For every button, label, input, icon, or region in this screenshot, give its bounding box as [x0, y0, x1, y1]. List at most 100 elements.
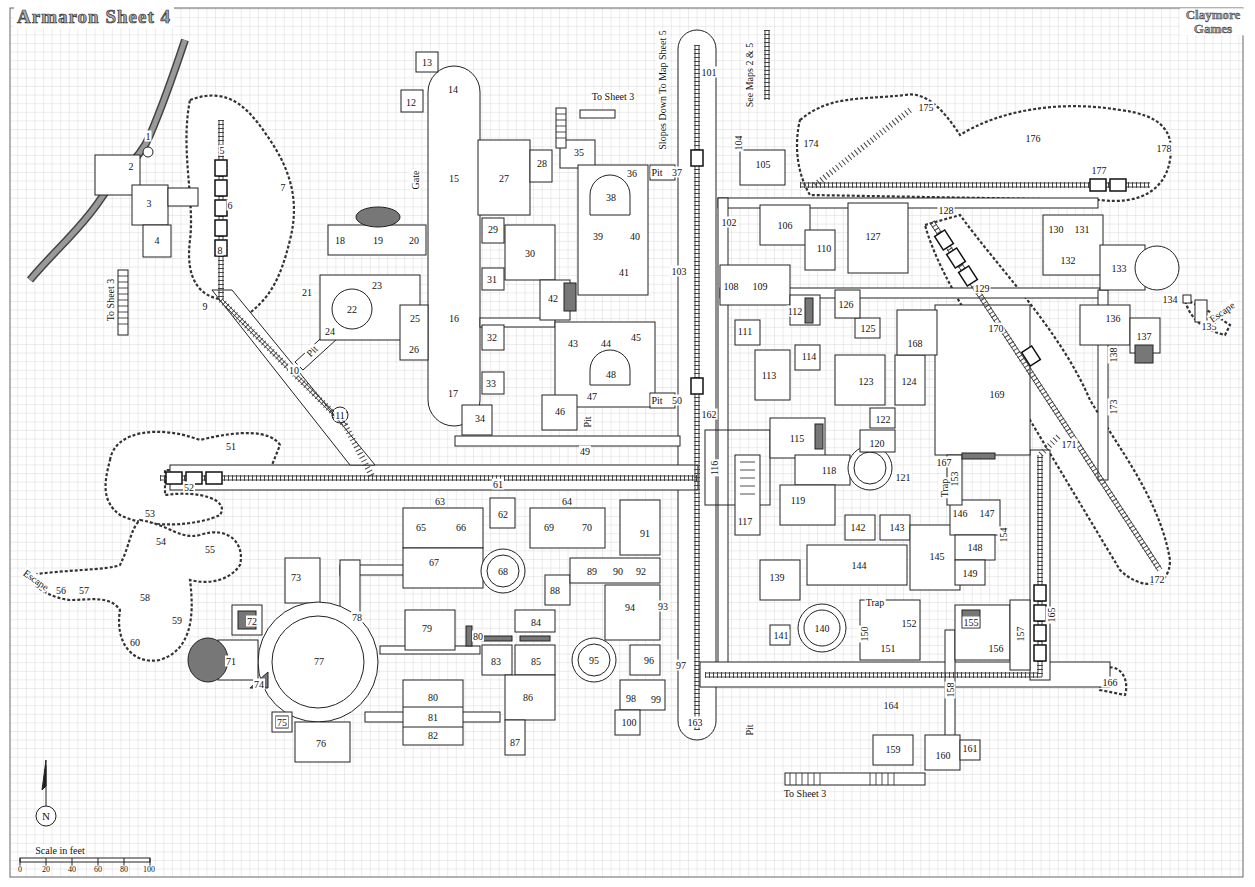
callout-number: 4 — [154, 235, 161, 246]
callout-number: 166 — [1102, 677, 1119, 688]
callout-number: 87 — [509, 737, 521, 748]
callout-number: 147 — [979, 508, 996, 519]
callout-number: 105 — [755, 159, 772, 170]
callout-number: 132 — [1060, 255, 1077, 266]
callout-number: 156 — [988, 643, 1005, 654]
map-title: Armaron Sheet 4 — [14, 6, 174, 28]
callout-number: 168 — [907, 338, 924, 349]
callout-number: 36 — [626, 168, 638, 179]
callout-number: 57 — [78, 585, 90, 596]
callout-number: 78 — [351, 612, 363, 623]
callout-number: 1 — [145, 131, 152, 142]
callout-number: 73 — [290, 572, 302, 583]
callout-number: 34 — [474, 413, 486, 424]
callout-number: 141 — [773, 630, 790, 641]
callout-number: 82 — [427, 730, 439, 741]
callout-number: 15 — [448, 173, 460, 184]
callout-number: 46 — [554, 406, 566, 417]
callout-number: 99 — [650, 694, 662, 705]
callout-number: 2 — [128, 161, 135, 172]
callout-number: 55 — [204, 544, 216, 555]
callout-number: 108 — [723, 281, 740, 292]
callout-number: 96 — [643, 655, 655, 666]
callout-number: 28 — [536, 158, 548, 169]
callout-number: 71 — [225, 656, 237, 667]
callout-number: 61 — [492, 479, 504, 490]
callout-number: 153 — [949, 471, 960, 488]
callout-number: 160 — [935, 750, 952, 761]
callout-number: 97 — [675, 660, 687, 671]
callout-number: 80 — [119, 866, 129, 875]
callout-number: 86 — [522, 692, 534, 703]
callout-number: 130 — [1048, 224, 1065, 235]
callout-number: 51 — [225, 441, 237, 452]
callout-number: 65 — [415, 522, 427, 533]
callout-number: 76 — [315, 738, 327, 749]
callout-number: 40 — [629, 231, 641, 242]
callout-number: 148 — [967, 542, 984, 553]
callout-number: 56 — [55, 585, 67, 596]
callout-number: 33 — [485, 378, 497, 389]
callout-number: 98 — [625, 693, 637, 704]
callout-number: 109 — [752, 281, 769, 292]
callout-number: 126 — [838, 299, 855, 310]
map-label: Pit — [744, 723, 755, 736]
callout-number: 47 — [586, 391, 598, 402]
map-label: Scale in feet — [34, 845, 85, 856]
callout-number: 95 — [588, 655, 600, 666]
callout-number: 161 — [962, 743, 979, 754]
callout-number: 20 — [41, 866, 51, 875]
callout-number: 13 — [421, 57, 433, 68]
callout-number: 121 — [895, 472, 912, 483]
callout-number: 133 — [1111, 263, 1128, 274]
callout-number: 112 — [787, 306, 804, 317]
callout-number: 5 — [219, 145, 226, 156]
callout-number: 110 — [816, 243, 833, 254]
callout-number: 85 — [530, 656, 542, 667]
map-label: Escape — [20, 567, 51, 593]
callout-number: 117 — [737, 516, 754, 527]
callout-number: 163 — [687, 717, 704, 728]
callout-number: 54 — [155, 536, 167, 547]
callout-number: 18 — [334, 235, 346, 246]
callout-number: 53 — [144, 508, 156, 519]
callout-number: 19 — [372, 235, 384, 246]
callout-number: 137 — [1136, 331, 1153, 342]
callout-number: 177 — [1091, 165, 1108, 176]
callout-number: 38 — [605, 192, 617, 203]
callout-number: 139 — [769, 572, 786, 583]
callout-number: 31 — [486, 274, 498, 285]
callout-number: 127 — [865, 231, 882, 242]
callout-number: 94 — [624, 602, 636, 613]
callout-number: 58 — [139, 592, 151, 603]
callout-number: 155 — [963, 617, 980, 628]
callout-number: 8 — [217, 245, 224, 256]
callout-number: 49 — [579, 446, 591, 457]
callout-number: 172 — [1149, 574, 1166, 585]
callout-number: 67 — [428, 557, 440, 568]
callout-number: 23 — [371, 280, 383, 291]
callout-number: 30 — [524, 248, 536, 259]
map-label: N — [41, 810, 51, 822]
callout-number: 164 — [883, 700, 900, 711]
callout-number: 50 — [671, 395, 683, 406]
callout-number: 134 — [1162, 294, 1179, 305]
map-label: Pit — [582, 415, 593, 428]
callout-number: 122 — [875, 414, 892, 425]
callout-number: 118 — [821, 465, 838, 476]
callout-number: 39 — [592, 231, 604, 242]
callout-number: 52 — [183, 482, 195, 493]
callout-number: 21 — [301, 287, 313, 298]
callout-number: 116 — [709, 460, 720, 477]
callout-number: 20 — [408, 235, 420, 246]
callout-number: 119 — [790, 495, 807, 506]
callout-number: 131 — [1074, 224, 1091, 235]
callout-number: 66 — [455, 522, 467, 533]
callout-number: 100 — [142, 866, 156, 875]
map-label: Pit — [650, 167, 663, 178]
callout-number: 123 — [858, 376, 875, 387]
callout-number: 69 — [543, 522, 555, 533]
callout-number: 32 — [486, 332, 498, 343]
callout-number: 12 — [405, 97, 417, 108]
callout-number: 115 — [789, 433, 806, 444]
